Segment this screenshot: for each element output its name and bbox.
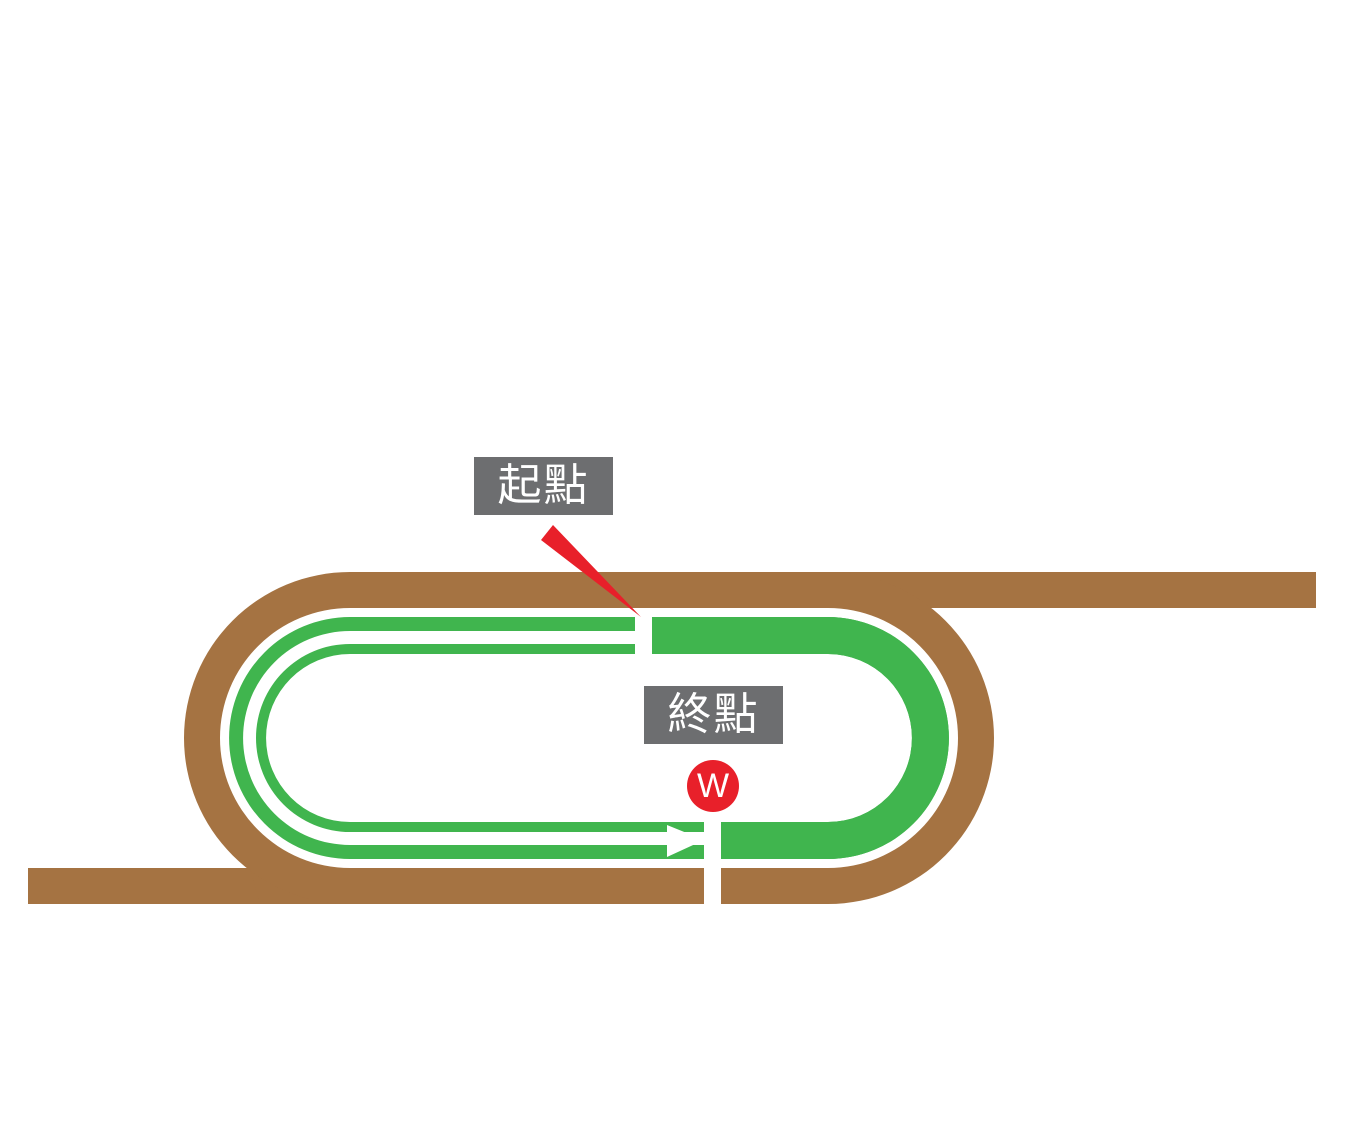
top-chute-junction [900,572,1000,608]
dirt-track [184,572,994,904]
winning-post-marker: W [687,760,739,812]
finish-line [704,818,721,904]
start-label: 起點 [474,457,613,515]
direction-arrow-icon [667,825,704,857]
start-pointer-icon [541,525,641,617]
finish-label: 終點 [644,686,783,744]
inner-rail [230,608,940,868]
start-line [635,612,652,658]
race-course-highlight [652,617,949,859]
bottom-chute-junction [200,868,260,904]
